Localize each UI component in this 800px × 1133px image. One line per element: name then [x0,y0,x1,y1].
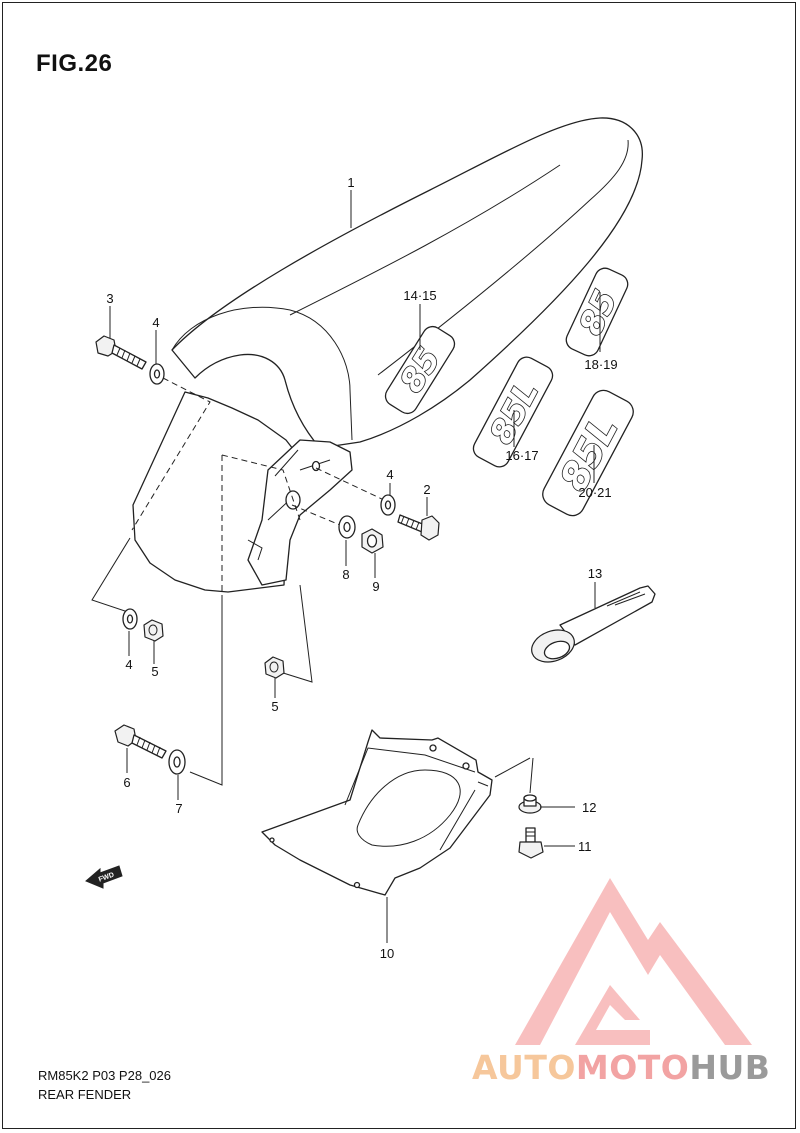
assembly-guide-lines [91,377,534,794]
label-11: 11 [578,839,592,854]
washer-4-mid [380,494,396,516]
label-20-21: 20·21 [578,485,611,500]
figure-name: REAR FENDER [38,1087,132,1102]
label-2: 2 [423,482,430,497]
wrench-13 [531,585,656,663]
watermark-auto: AUTO [472,1048,576,1087]
figure-code: RM85K2 P03 P28_026 [38,1068,171,1083]
label-leader-lines [109,190,601,943]
collar-12 [518,794,542,814]
label-1: 1 [347,175,354,190]
label-5-right: 5 [271,699,278,714]
label-4-mid: 4 [386,467,393,482]
bolt-11 [518,827,544,859]
mud-guard-10 [261,729,493,896]
label-18-19: 18·19 [584,357,617,372]
washer-4-top [149,363,165,385]
label-14-15: 14·15 [403,288,436,303]
decal-20-21: 85L [542,389,634,517]
label-3: 3 [106,291,113,306]
label-10: 10 [380,946,394,961]
washer-4-low [122,608,138,630]
bolt-6 [114,724,167,759]
figure-title: FIG.26 [36,50,113,77]
label-6: 6 [123,775,130,790]
label-7: 7 [175,801,182,816]
label-9: 9 [372,579,379,594]
label-13: 13 [588,566,602,581]
nut-5-left [143,619,164,642]
label-4-top: 4 [152,315,159,330]
label-8: 8 [342,567,349,582]
figure-footer: RM85K2 P03 P28_026 REAR FENDER [38,1066,171,1104]
nut-9 [361,528,384,554]
label-5-left: 5 [151,664,158,679]
label-4-low: 4 [125,657,132,672]
watermark-text: AUTOMOTOHUB [472,1048,770,1087]
bolt-2 [397,514,440,541]
bolt-3 [95,335,147,370]
label-16-17: 16·17 [505,448,538,463]
part-number-labels: 1 3 4 14·15 18·19 16·17 20·21 4 2 8 9 13… [106,175,617,961]
rear-fender: 85 [132,117,643,593]
watermark-logo [515,878,752,1045]
washer-7 [168,749,186,775]
watermark-moto: MOTO [575,1048,690,1087]
forward-direction-arrow: FWD [85,865,123,889]
washer-8 [338,515,356,539]
nut-5-right [264,656,285,679]
watermark-hub: HUB [689,1048,771,1087]
label-12: 12 [582,800,596,815]
